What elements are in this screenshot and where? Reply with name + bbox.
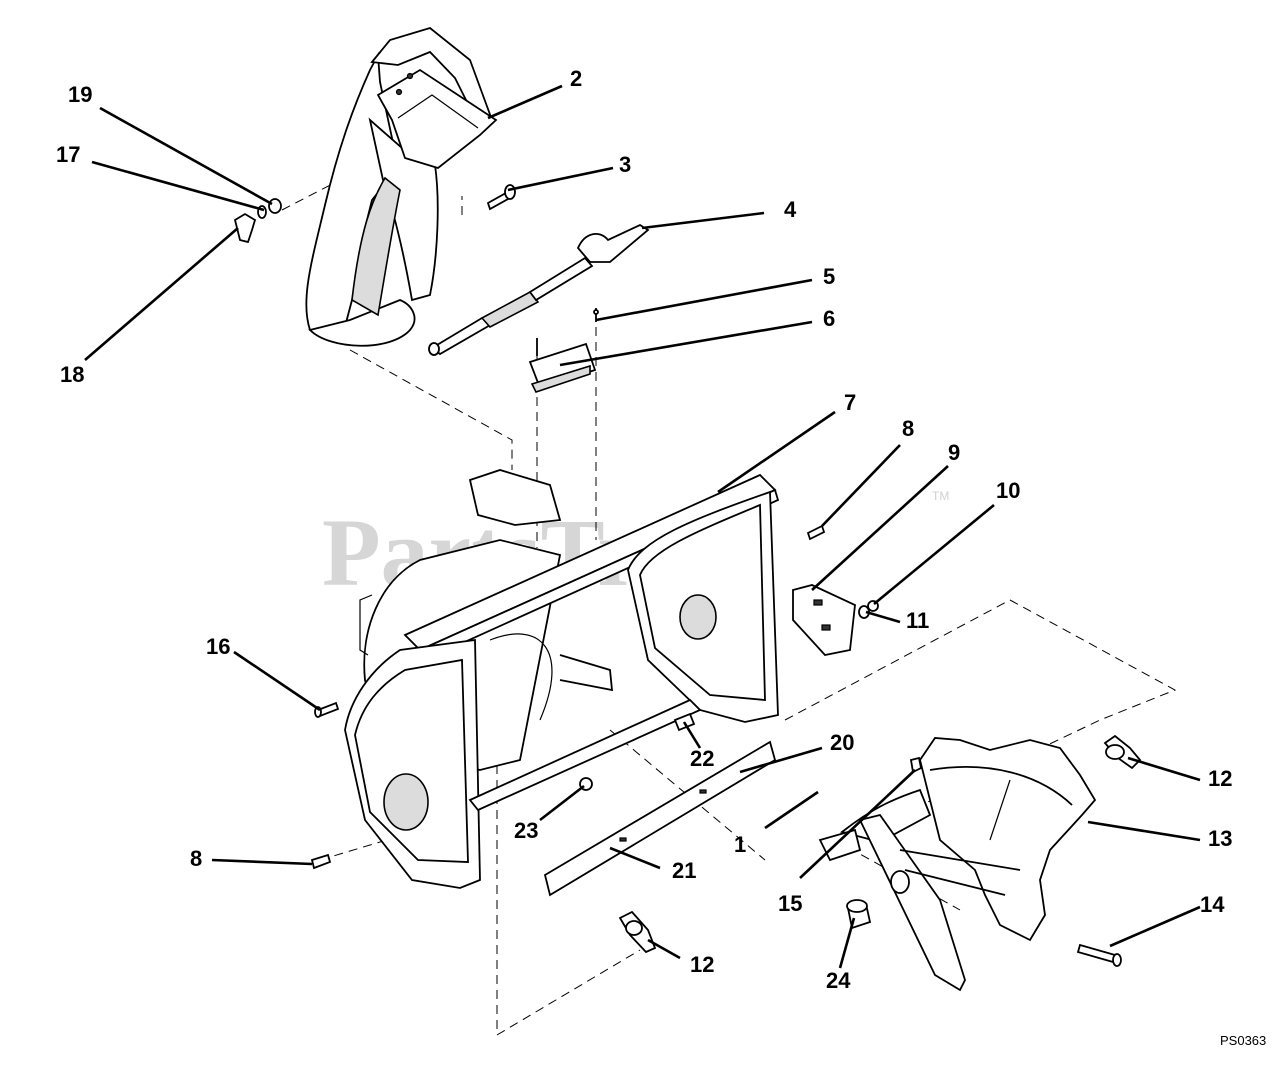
callout-12-bottom: 12: [690, 952, 714, 977]
part-15-fitting: [909, 756, 923, 774]
part-8-bolt-lower: [310, 853, 332, 870]
auger-housing: [344, 469, 780, 889]
callout-14: 14: [1200, 892, 1225, 917]
callout-5: 5: [823, 264, 835, 289]
callout-16: 16: [206, 634, 230, 659]
callout-20: 20: [830, 730, 854, 755]
callout-numbers: 2 3 4 5 6 7 8 9 10 11 12 13 14 15 16 17 …: [56, 66, 1232, 993]
part-13-auger: [818, 737, 1097, 992]
callout-19: 19: [68, 82, 92, 107]
part-9-skid-shoe: [792, 584, 856, 656]
callout-1: 1: [734, 832, 746, 857]
callout-24: 24: [826, 968, 851, 993]
callout-2: 2: [570, 66, 582, 91]
callout-15: 15: [778, 891, 802, 916]
callout-8-upper: 8: [902, 416, 914, 441]
callout-3: 3: [619, 152, 631, 177]
leader-lines: [84, 84, 1201, 969]
callout-6: 6: [823, 306, 835, 331]
callout-18: 18: [60, 362, 84, 387]
callout-11: 11: [906, 608, 929, 633]
part-19-washer: [268, 198, 282, 214]
drawing-code: PS0363: [1220, 1033, 1266, 1048]
callout-17: 17: [56, 142, 80, 167]
part-4-chute-crank: [428, 223, 650, 356]
callout-22: 22: [690, 746, 714, 771]
callout-7: 7: [844, 390, 856, 415]
watermark-trademark: TM: [932, 489, 949, 503]
callout-4: 4: [784, 197, 797, 222]
callout-13: 13: [1208, 826, 1232, 851]
discharge-chute: [305, 27, 498, 347]
part-21-scraper-bar: [543, 740, 777, 897]
part-3-bolt: [486, 184, 516, 211]
callout-21: 21: [672, 858, 696, 883]
part-8-bolt-upper: [806, 524, 826, 541]
callout-23: 23: [514, 818, 538, 843]
part-18-wing-nut: [233, 212, 257, 244]
callout-12-right: 12: [1208, 766, 1232, 791]
part-6-bracket: [528, 338, 597, 393]
part-14-bolt: [1076, 943, 1122, 967]
callout-8-lower: 8: [190, 846, 202, 871]
part-12-clip-bottom: [618, 910, 657, 954]
callout-9: 9: [948, 440, 960, 465]
part-12-clip-right: [1103, 734, 1142, 770]
callout-10: 10: [996, 478, 1020, 503]
part-24-bushing: [846, 899, 872, 930]
